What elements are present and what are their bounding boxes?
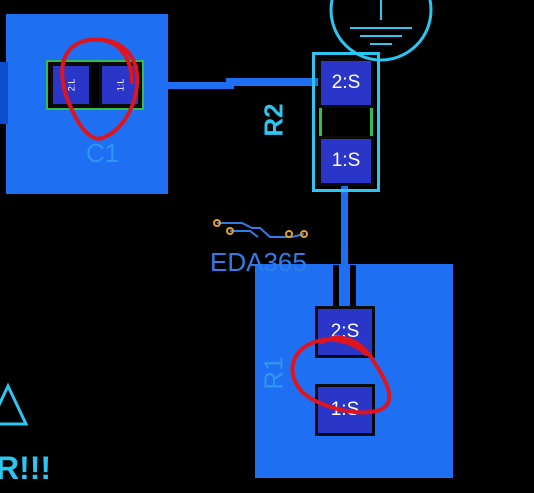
ground-symbol-icon (329, 0, 433, 62)
eda365-logo-text: EDA365 (210, 247, 307, 277)
r2-pad-1-label: 1:S (331, 150, 361, 171)
c1-pad-2[interactable]: 2:L (50, 63, 92, 107)
trace-clearance-right (350, 265, 356, 309)
annotation-circle-r1 (290, 335, 392, 415)
trace-clearance-left (333, 265, 339, 309)
trace-r2-r1[interactable] (341, 180, 348, 310)
r2-designator[interactable]: R2 (250, 103, 298, 137)
trace-c1-r2-end[interactable] (226, 78, 326, 86)
c1-designator[interactable]: C1 (86, 138, 120, 168)
r2-pad-1[interactable]: 1:S (318, 136, 374, 186)
annotation-circle-c1 (60, 37, 140, 141)
partial-label: R!!! (0, 450, 52, 486)
r2-pad-2-label: 2:S (331, 72, 361, 93)
r2-pad-2[interactable]: 2:S (318, 58, 374, 108)
triangle-symbol-icon (0, 382, 29, 426)
r2-designator-text: R2 (259, 103, 289, 137)
eda365-logo-icon (213, 219, 308, 238)
copper-edge-left (0, 62, 8, 124)
trace-c1-r2[interactable] (138, 82, 234, 89)
r2-silk-outline (312, 52, 380, 192)
